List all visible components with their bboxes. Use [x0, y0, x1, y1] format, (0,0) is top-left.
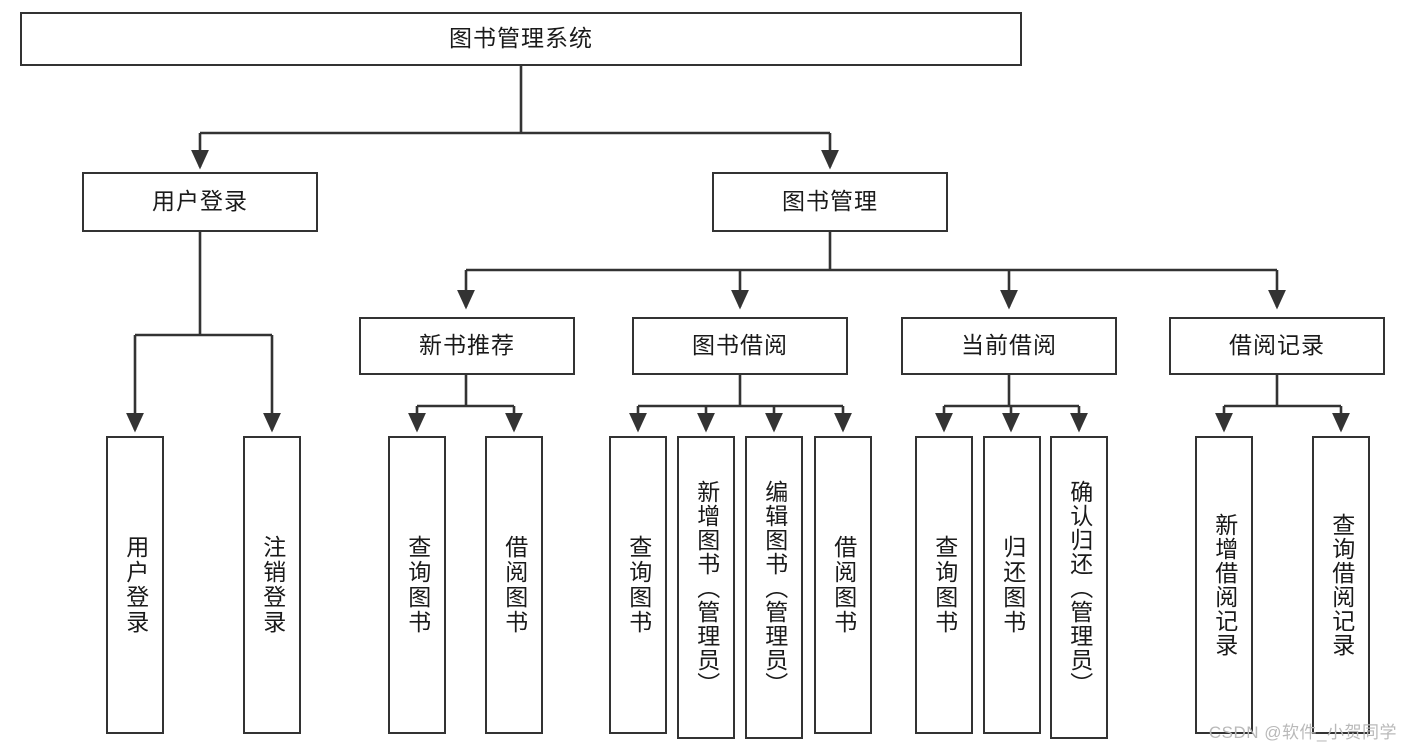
node-leaf-add-book[interactable]: 新增图书（管理员） [677, 436, 735, 739]
node-leaf-borrow-book-2[interactable]: 借阅图书 [814, 436, 872, 734]
node-leaf-query-book-2[interactable]: 查询图书 [609, 436, 667, 734]
node-leaf-query-record[interactable]: 查询借阅记录 [1312, 436, 1370, 734]
node-label: 借阅图书 [830, 535, 857, 635]
watermark-text: CSDN @软件_小贺同学 [1208, 723, 1397, 742]
node-leaf-user-login[interactable]: 用户登录 [106, 436, 164, 734]
node-label: 编辑图书（管理员） [761, 479, 788, 696]
node-user-login[interactable]: 用户登录 [82, 172, 318, 232]
node-label: 图书借阅 [692, 332, 788, 359]
node-label: 归还图书 [999, 535, 1026, 635]
node-label: 借阅图书 [501, 535, 528, 635]
node-leaf-user-logout[interactable]: 注销登录 [243, 436, 301, 734]
node-leaf-add-record[interactable]: 新增借阅记录 [1195, 436, 1253, 734]
node-leaf-query-book-1[interactable]: 查询图书 [388, 436, 446, 734]
node-label: 新增借阅记录 [1211, 513, 1238, 657]
node-label: 新增图书（管理员） [693, 479, 720, 696]
node-leaf-query-book-3[interactable]: 查询图书 [915, 436, 973, 734]
node-label: 查询借阅记录 [1328, 513, 1355, 657]
node-borrow-record[interactable]: 借阅记录 [1169, 317, 1385, 375]
node-label: 注销登录 [259, 535, 286, 635]
node-new-book-recommend[interactable]: 新书推荐 [359, 317, 575, 375]
node-label: 借阅记录 [1229, 332, 1325, 359]
node-label: 新书推荐 [419, 332, 515, 359]
node-label: 图书管理系统 [449, 25, 593, 52]
node-label: 查询图书 [404, 535, 431, 635]
node-book-borrow[interactable]: 图书借阅 [632, 317, 848, 375]
node-label: 用户登录 [152, 188, 248, 215]
node-label: 图书管理 [782, 188, 878, 215]
node-book-manage[interactable]: 图书管理 [712, 172, 948, 232]
node-leaf-borrow-book-1[interactable]: 借阅图书 [485, 436, 543, 734]
node-leaf-confirm-return[interactable]: 确认归还（管理员） [1050, 436, 1108, 739]
node-label: 查询图书 [931, 535, 958, 635]
node-label: 确认归还（管理员） [1066, 479, 1093, 696]
node-label: 用户登录 [122, 535, 149, 635]
node-label: 查询图书 [625, 535, 652, 635]
node-leaf-return-book[interactable]: 归还图书 [983, 436, 1041, 734]
node-label: 当前借阅 [961, 332, 1057, 359]
node-root-system[interactable]: 图书管理系统 [20, 12, 1022, 66]
node-current-borrow[interactable]: 当前借阅 [901, 317, 1117, 375]
node-leaf-edit-book[interactable]: 编辑图书（管理员） [745, 436, 803, 739]
